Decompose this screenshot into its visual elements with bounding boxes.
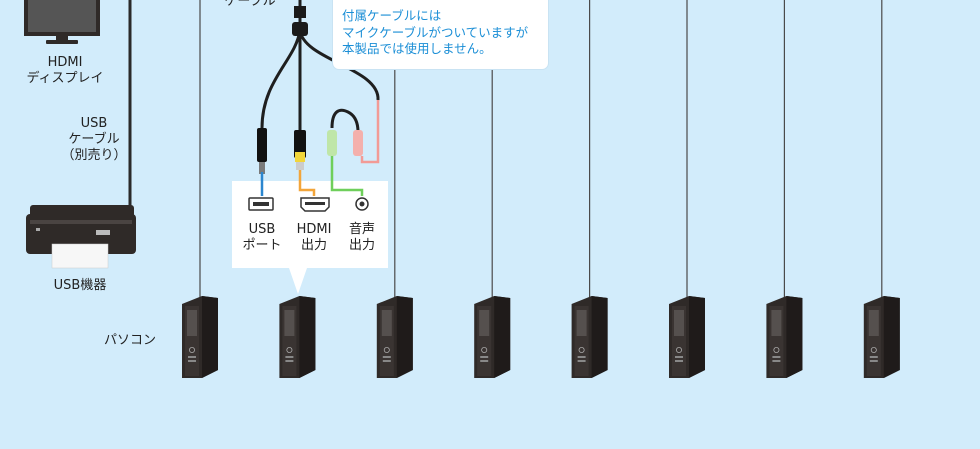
hdmi-output-label: HDMI 出力: [296, 222, 332, 253]
cable-connectors: [257, 6, 363, 174]
pc-row: [182, 296, 900, 378]
usb-port-icon: [248, 197, 274, 211]
pc-tower-icon: [669, 296, 705, 378]
usb-cable-label: USB ケーブル （別売り）: [61, 116, 127, 163]
pc-tower-icon: [376, 296, 413, 378]
mic-cable-note: 付属ケーブルには マイクケーブルがついていますが 本製品では使用しません。: [342, 8, 529, 56]
pc-tower-icon: [279, 296, 316, 378]
pc-label: パソコン: [103, 333, 156, 348]
hdmi-port-icon: [300, 197, 330, 212]
usb-port-label: USB ポート: [242, 222, 282, 253]
audio-output-label: 音声 出力: [348, 222, 375, 253]
display-label: HDMI ディスプレイ: [26, 55, 104, 86]
usb-device-label: USB機器: [53, 278, 107, 293]
pc-tower-icon: [182, 296, 218, 378]
pc-tower-icon: [863, 296, 900, 378]
pc-tower-icon: [474, 296, 511, 378]
printer-icon: [26, 205, 136, 269]
pc-tower-icon: [766, 296, 803, 378]
pc-tower-icon: [571, 296, 608, 378]
port-cables: [260, 100, 380, 196]
monitor-icon: [24, 0, 100, 44]
note-callout: [333, 0, 548, 69]
audio-jack-icon: [355, 197, 369, 211]
cable-top-label: ケーブル: [224, 0, 276, 9]
